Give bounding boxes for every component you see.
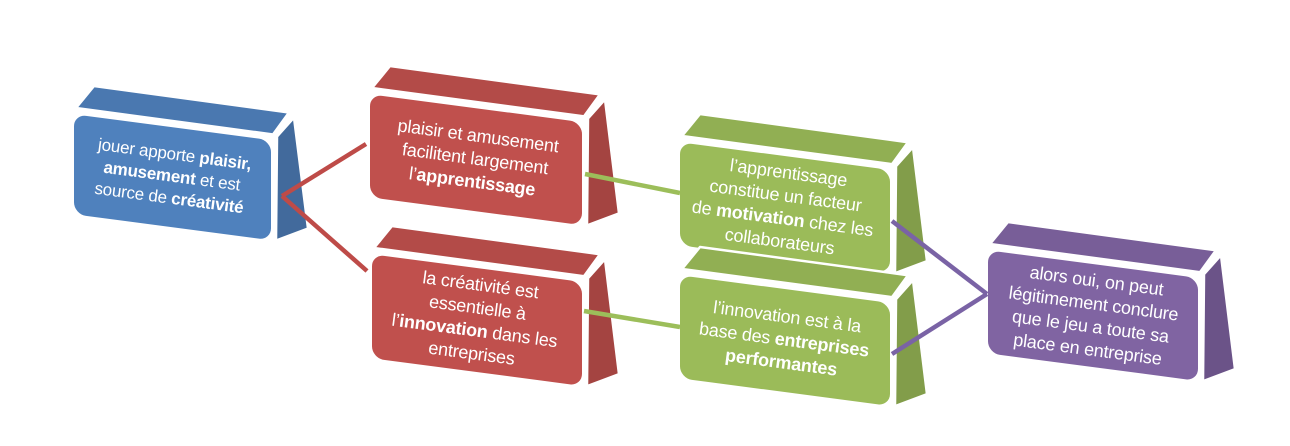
connector-learning-motivation-to-conclusion bbox=[890, 219, 989, 296]
node-learning-motivation-top-facet bbox=[680, 112, 910, 166]
connector-innovation-performance-to-conclusion bbox=[890, 292, 989, 356]
node-fun-learning-front-face bbox=[366, 91, 586, 228]
node-play-front-face bbox=[70, 111, 275, 243]
node-conclusion-side-facet bbox=[1201, 253, 1237, 383]
node-creativity-innovation-front-face bbox=[368, 251, 586, 389]
node-learning-motivation-side-facet bbox=[893, 145, 929, 275]
connector-play-to-fun-learning bbox=[280, 142, 368, 198]
node-fun-learning-shape bbox=[366, 64, 621, 228]
node-fun-learning-top-facet bbox=[370, 64, 602, 118]
node-play-top-facet bbox=[74, 84, 291, 136]
node-creativity-innovation-side-facet bbox=[585, 257, 621, 388]
node-fun-learning-side-facet bbox=[585, 98, 621, 227]
node-conclusion-top-facet bbox=[988, 220, 1218, 274]
node-conclusion-shape bbox=[984, 220, 1237, 384]
connector-fun-learning-to-learning-motivation bbox=[584, 171, 681, 196]
node-creativity-innovation-top-facet bbox=[372, 224, 602, 278]
node-play-side-facet bbox=[274, 116, 310, 242]
node-creativity-innovation-shape bbox=[368, 224, 621, 389]
node-play-shape bbox=[70, 84, 310, 243]
connector-creativity-innovation-to-innovation-performance bbox=[583, 308, 681, 330]
node-conclusion-front-face bbox=[984, 247, 1202, 384]
node-innovation-performance-top-facet bbox=[680, 245, 910, 299]
connector-play-to-creativity-innovation bbox=[280, 194, 369, 273]
